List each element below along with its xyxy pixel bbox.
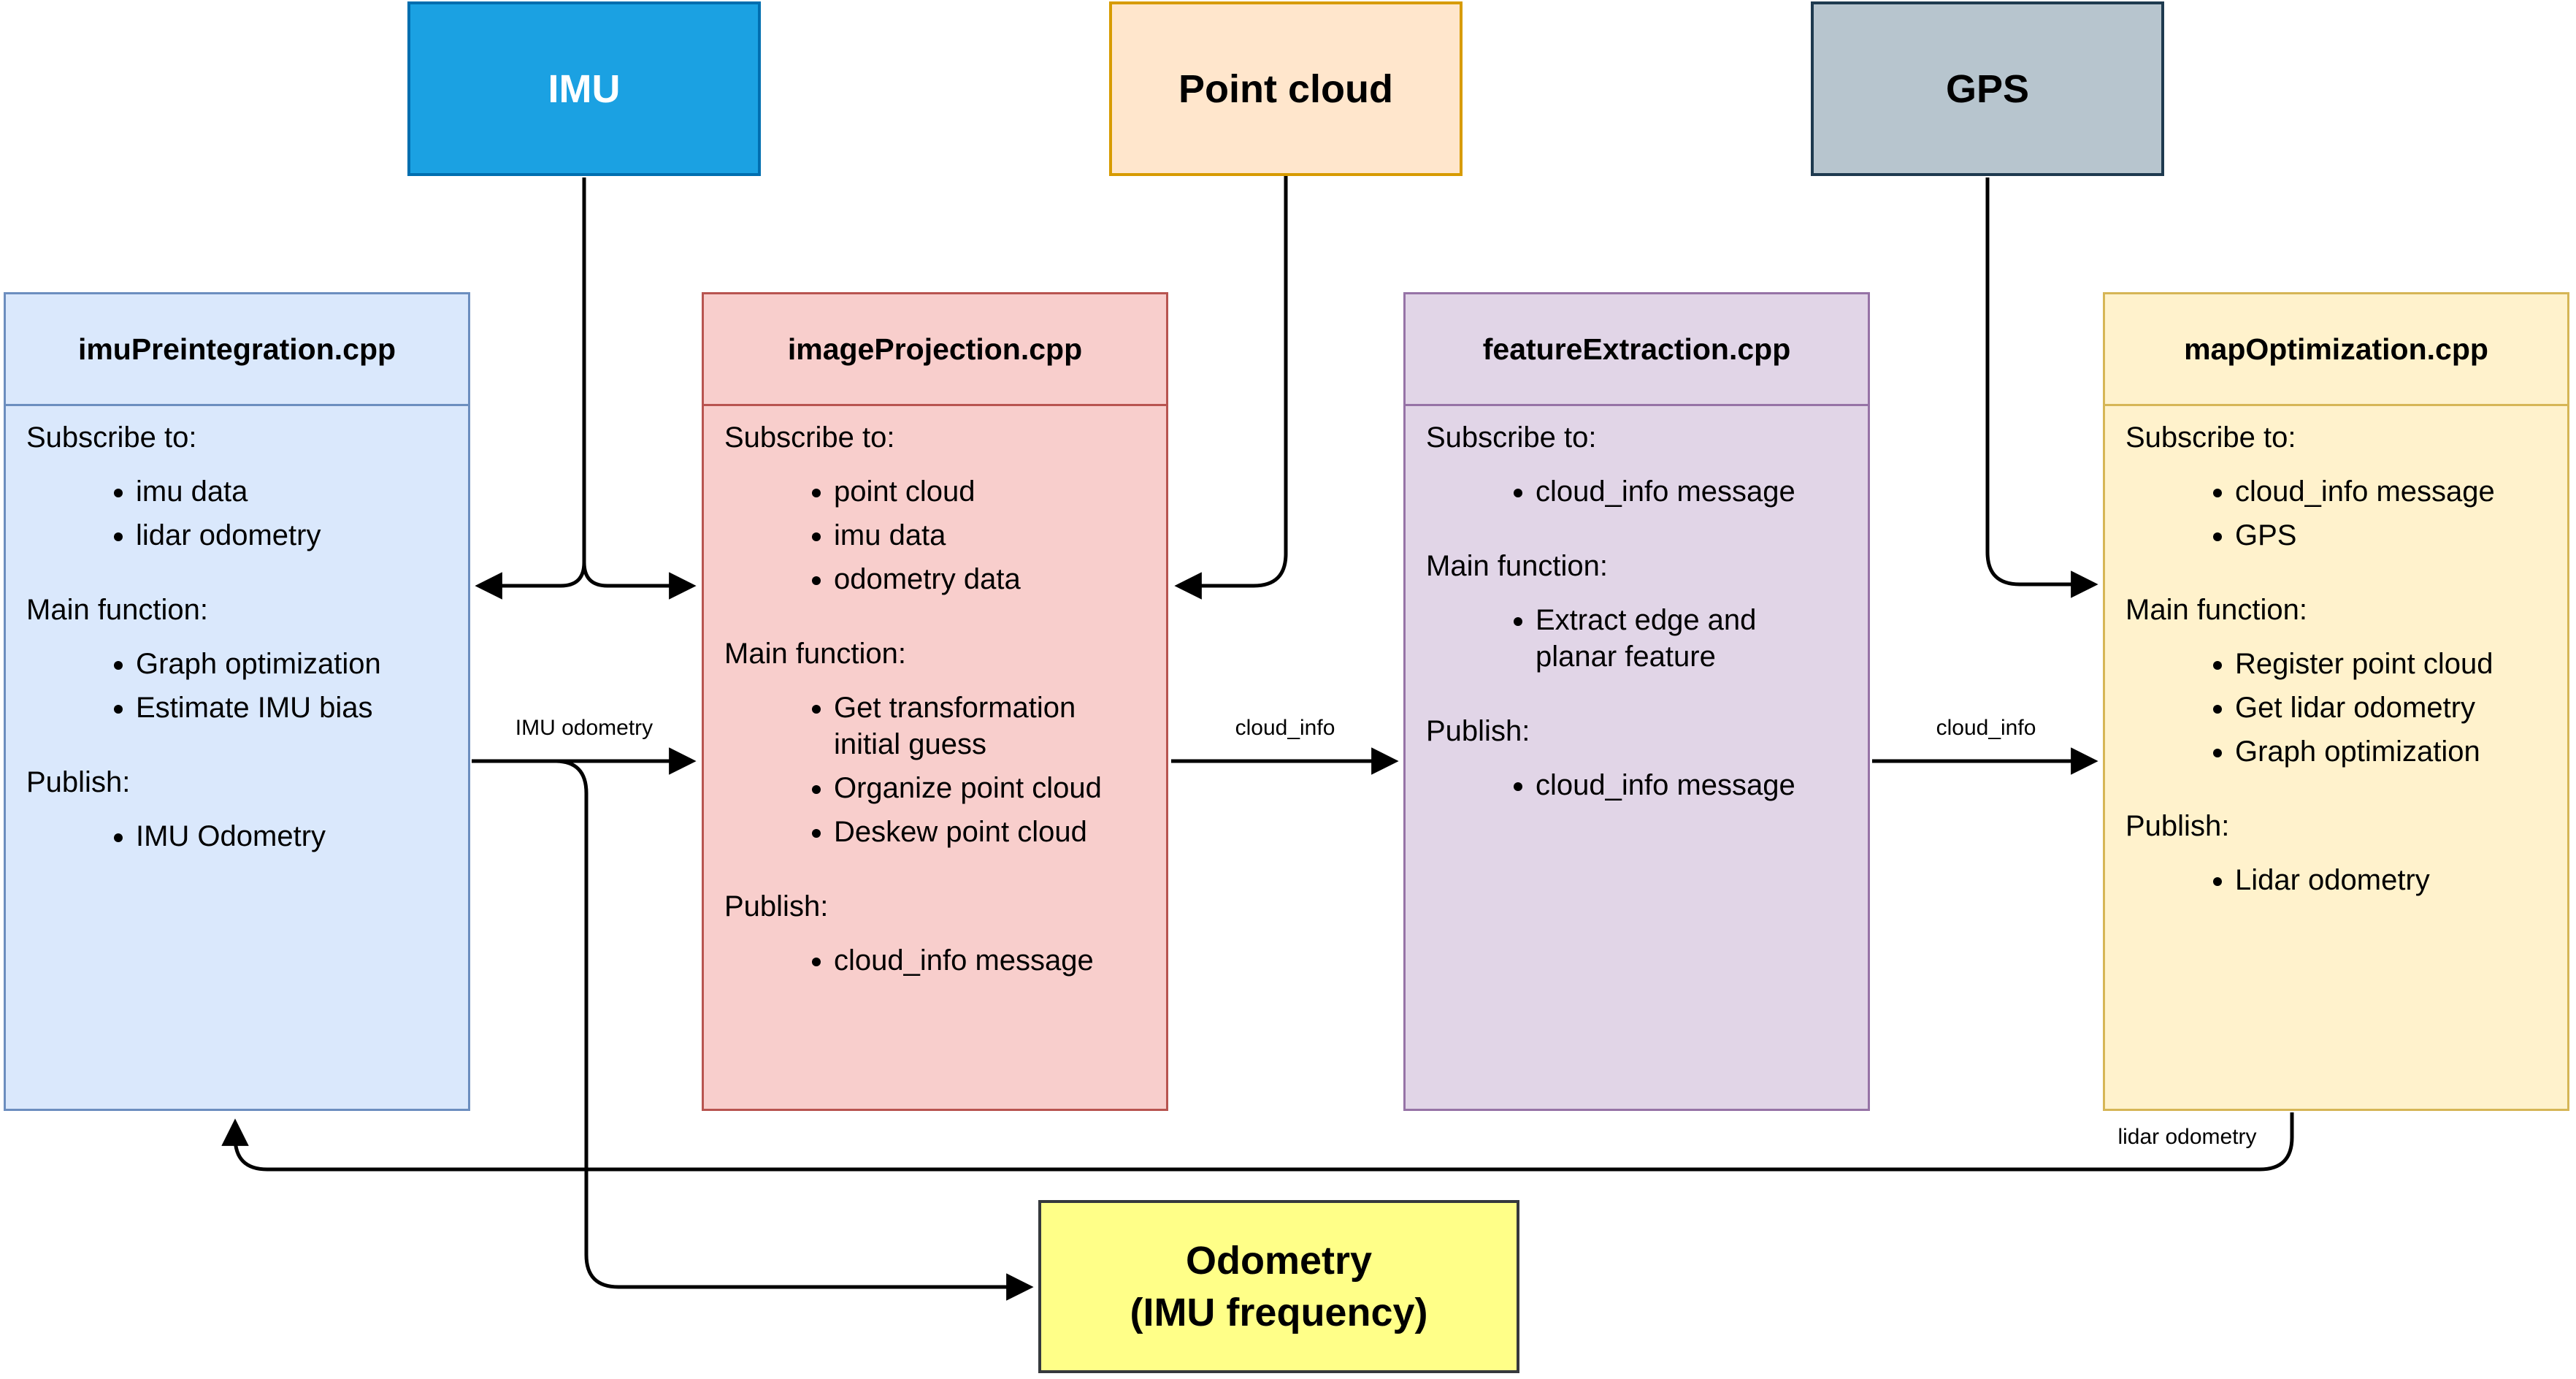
node-point-cloud: Point cloud bbox=[1109, 1, 1463, 176]
section-list: Register point cloud Get lidar odometry … bbox=[2105, 646, 2567, 770]
list-item: IMU Odometry bbox=[136, 818, 428, 855]
list-item: cloud_info message bbox=[1536, 473, 1828, 510]
imu-to-imupreintegration-arrow bbox=[475, 562, 586, 600]
section-heading: Subscribe to: bbox=[724, 421, 895, 454]
list-item: cloud_info message bbox=[2235, 473, 2527, 510]
list-item: Organize point cloud bbox=[834, 770, 1126, 806]
section-list: Extract edge and planar feature bbox=[1406, 602, 1868, 675]
lidar-odometry-feedback-arrow bbox=[221, 1112, 2294, 1172]
list-item: imu data bbox=[834, 517, 1126, 554]
section-heading: Publish: bbox=[26, 766, 131, 798]
section-heading: Subscribe to: bbox=[1426, 421, 1597, 454]
list-item: Lidar odometry bbox=[2235, 862, 2527, 898]
list-item: Extract edge and planar feature bbox=[1536, 602, 1828, 675]
module-body: Subscribe to: cloud_info message GPS Mai… bbox=[2105, 419, 2567, 898]
list-item: GPS bbox=[2235, 517, 2527, 554]
list-item: Get lidar odometry bbox=[2235, 690, 2527, 726]
node-gps: GPS bbox=[1811, 1, 2164, 176]
section-heading: Subscribe to: bbox=[2125, 421, 2296, 454]
edge-label-lidar-odometry: lidar odometry bbox=[2117, 1125, 2257, 1149]
pointcloud-to-imageprojection-arrow bbox=[1174, 174, 1288, 600]
section-list: Graph optimization Estimate IMU bias bbox=[6, 646, 468, 726]
node-odometry-label-line1: Odometry bbox=[1185, 1239, 1373, 1283]
section-heading: Main function: bbox=[2125, 594, 2308, 626]
list-item: cloud_info message bbox=[834, 942, 1126, 979]
section-list: cloud_info message bbox=[1406, 473, 1868, 510]
module-imupreintegration: imuPreintegration.cpp Subscribe to: imu … bbox=[4, 292, 470, 1111]
section-list: Get transformation initial guess Organiz… bbox=[704, 690, 1166, 850]
section-heading: Publish: bbox=[724, 890, 829, 922]
section-list: point cloud imu data odometry data bbox=[704, 473, 1166, 597]
module-title: mapOptimization.cpp bbox=[2105, 294, 2567, 406]
module-imageprojection: imageProjection.cpp Subscribe to: point … bbox=[702, 292, 1168, 1111]
list-item: Graph optimization bbox=[136, 646, 428, 682]
edge-label-cloud-info-1: cloud_info bbox=[1235, 716, 1335, 740]
section-list: Lidar odometry bbox=[2105, 862, 2567, 898]
section-list: imu data lidar odometry bbox=[6, 473, 468, 554]
edge-label-cloud-info-2: cloud_info bbox=[1936, 716, 2036, 740]
node-odometry-imu-frequency: Odometry (IMU frequency) bbox=[1038, 1200, 1519, 1373]
section-heading: Main function: bbox=[26, 594, 209, 626]
list-item: Register point cloud bbox=[2235, 646, 2527, 682]
list-item: odometry data bbox=[834, 561, 1126, 597]
list-item: imu data bbox=[136, 473, 428, 510]
module-featureextraction: featureExtraction.cpp Subscribe to: clou… bbox=[1403, 292, 1870, 1111]
node-imu-label: IMU bbox=[548, 66, 621, 111]
list-item: cloud_info message bbox=[1536, 767, 1828, 803]
section-heading: Main function: bbox=[1426, 550, 1609, 582]
list-item: Graph optimization bbox=[2235, 733, 2527, 770]
section-heading: Main function: bbox=[724, 638, 907, 670]
node-point-cloud-label: Point cloud bbox=[1178, 66, 1393, 111]
list-item: Estimate IMU bias bbox=[136, 690, 428, 726]
section-heading: Publish: bbox=[1426, 715, 1530, 747]
module-body: Subscribe to: point cloud imu data odome… bbox=[704, 419, 1166, 979]
edge-label-imu-odometry: IMU odometry bbox=[515, 716, 653, 740]
module-title: imuPreintegration.cpp bbox=[6, 294, 468, 406]
list-item: Deskew point cloud bbox=[834, 814, 1126, 850]
list-item: lidar odometry bbox=[136, 517, 428, 554]
module-title: featureExtraction.cpp bbox=[1406, 294, 1868, 406]
section-list: cloud_info message GPS bbox=[2105, 473, 2567, 554]
section-list: IMU Odometry bbox=[6, 818, 468, 855]
section-list: cloud_info message bbox=[704, 942, 1166, 979]
gps-to-mapoptimization-arrow bbox=[1985, 177, 2098, 598]
list-item: point cloud bbox=[834, 473, 1126, 510]
module-body: Subscribe to: cloud_info message Main fu… bbox=[1406, 419, 1868, 803]
section-heading: Subscribe to: bbox=[26, 421, 197, 454]
section-heading: Publish: bbox=[2125, 810, 2230, 842]
module-body: Subscribe to: imu data lidar odometry Ma… bbox=[6, 419, 468, 855]
imu-to-imageprojection-arrow bbox=[582, 562, 697, 600]
list-item: Get transformation initial guess bbox=[834, 690, 1126, 763]
section-list: cloud_info message bbox=[1406, 767, 1868, 803]
module-mapoptimization: mapOptimization.cpp Subscribe to: cloud_… bbox=[2103, 292, 2569, 1111]
node-odometry-label-line2: (IMU frequency) bbox=[1130, 1290, 1428, 1334]
module-title: imageProjection.cpp bbox=[704, 294, 1166, 406]
node-imu: IMU bbox=[407, 1, 761, 176]
node-gps-label: GPS bbox=[1945, 66, 2030, 111]
